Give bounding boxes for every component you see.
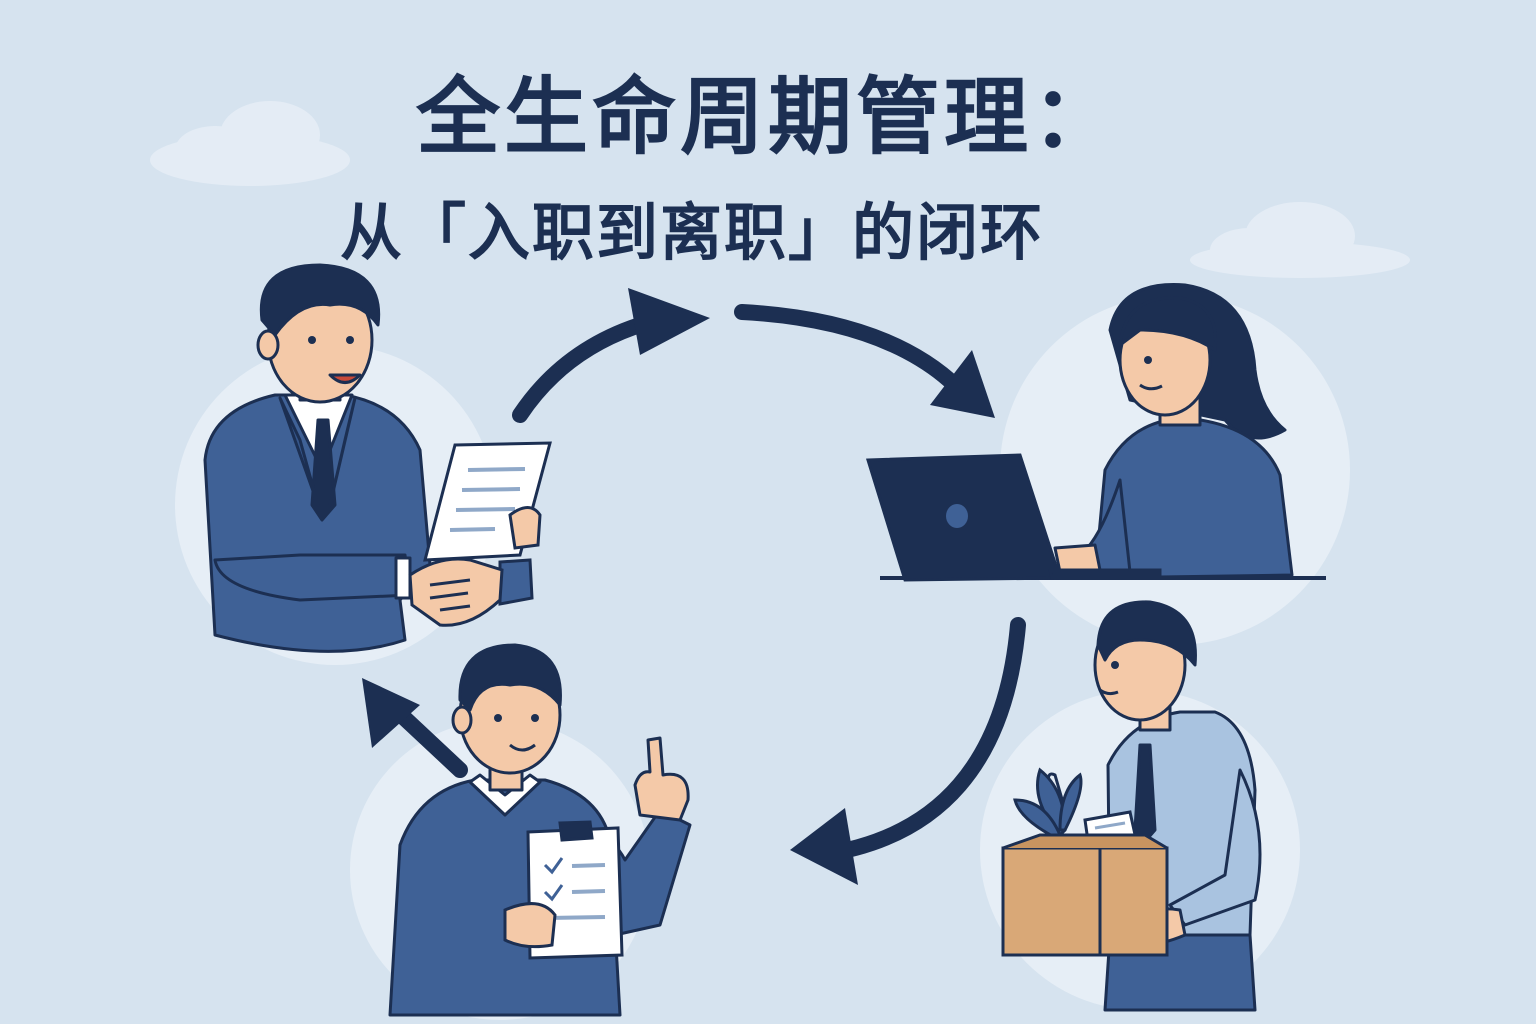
arrow-head-icon — [362, 678, 420, 748]
arrow-head-icon — [930, 350, 995, 418]
arrow-icon — [812, 617, 1026, 863]
arrow-icon — [390, 704, 468, 778]
laptop-icon — [865, 453, 1162, 582]
arrow-head-icon — [790, 808, 858, 885]
contract-document-icon — [423, 441, 552, 562]
handshake-icon — [408, 557, 534, 627]
arrow-head-icon — [628, 288, 710, 355]
person-working — [880, 283, 1326, 580]
page-subtitle: 从「入职到离职」的闭环 — [340, 196, 1045, 269]
box-icon — [1001, 767, 1169, 957]
arrow-icon — [734, 304, 968, 398]
page-title: 全生命周期管理： — [415, 68, 1120, 166]
person-onboarding — [203, 263, 432, 653]
cloud-icon — [1190, 202, 1410, 278]
clipboard-icon — [503, 820, 624, 960]
cloud-icon — [150, 101, 350, 186]
arrow-heads — [362, 288, 995, 885]
